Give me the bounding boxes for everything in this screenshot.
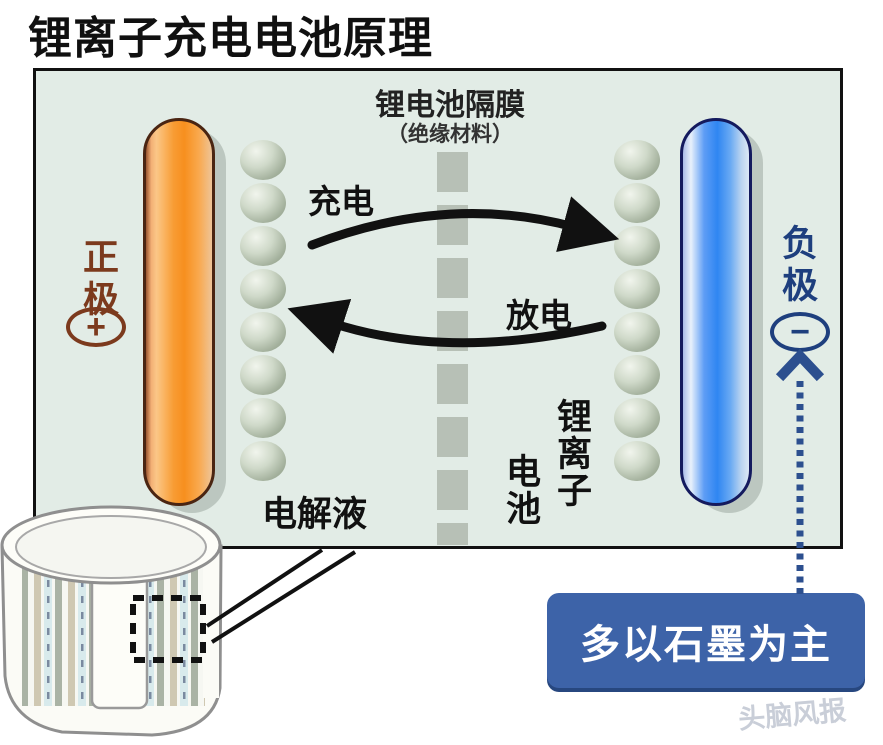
plus-symbol: + bbox=[86, 308, 106, 346]
positive-electrode-rod bbox=[143, 118, 215, 506]
lithium-ion-ball bbox=[240, 140, 286, 180]
negative-electrode-rod bbox=[680, 118, 752, 506]
graphite-callout-text: 多以石墨为主 bbox=[580, 622, 832, 667]
separator-dash-segment bbox=[437, 364, 468, 404]
separator-dash-segment bbox=[437, 470, 468, 510]
separator-dashed-membrane bbox=[437, 152, 468, 545]
separator-dash-segment bbox=[437, 311, 468, 351]
lithium-ion-ball bbox=[240, 398, 286, 438]
minus-icon: − bbox=[770, 312, 830, 352]
lithium-ion-ball bbox=[240, 312, 286, 352]
lithium-ion-column-left bbox=[240, 140, 286, 484]
discharge-label: 放电 bbox=[506, 297, 572, 334]
lithium-ion-ball bbox=[614, 312, 660, 352]
separator-dash-segment bbox=[437, 152, 468, 192]
lithium-ion-ball bbox=[240, 355, 286, 395]
lithium-ion-ball bbox=[614, 398, 660, 438]
plus-icon: + bbox=[66, 307, 126, 347]
page-title: 锂离子充电电池原理 bbox=[28, 14, 433, 63]
negative-electrode-label: 负极 bbox=[777, 224, 818, 308]
lithium-ion-ball bbox=[614, 226, 660, 266]
battery-name-column-right: 锂离子 bbox=[552, 398, 591, 509]
lithium-ion-ball bbox=[614, 441, 660, 481]
lithium-ion-ball bbox=[240, 269, 286, 309]
battery-cutaway-illustration bbox=[0, 505, 223, 737]
watermark: 头脑风报 bbox=[737, 695, 848, 735]
separator-dash-segment bbox=[437, 417, 468, 457]
charge-label: 充电 bbox=[308, 183, 374, 220]
battery-name-column-left: 电池 bbox=[501, 453, 540, 527]
electrolyte-label: 电解液 bbox=[262, 495, 368, 534]
minus-symbol: − bbox=[790, 313, 810, 351]
lithium-ion-ball bbox=[240, 226, 286, 266]
graphite-callout-box: 多以石墨为主 bbox=[547, 593, 865, 688]
lithium-ion-ball bbox=[614, 140, 660, 180]
lithium-ion-ball bbox=[614, 355, 660, 395]
lithium-ion-column-right bbox=[614, 140, 660, 484]
diagram-panel: 锂电池隔膜 （绝缘材料） 正极 + 负极 − 充电 放电 电解液 锂离子 电池 bbox=[33, 68, 843, 549]
zoom-region-dashed-rect bbox=[130, 595, 206, 663]
separator-dash-segment bbox=[437, 258, 468, 298]
separator-label: 锂电池隔膜 bbox=[375, 89, 525, 122]
battery-top-rim bbox=[15, 515, 207, 579]
separator-dash-segment bbox=[437, 205, 468, 245]
lithium-ion-ball bbox=[240, 441, 286, 481]
lithium-ion-ball bbox=[614, 269, 660, 309]
lithium-ion-ball bbox=[240, 183, 286, 223]
lithium-ion-ball bbox=[614, 183, 660, 223]
separator-sublabel: （绝缘材料） bbox=[387, 123, 513, 146]
separator-dash-segment bbox=[437, 523, 468, 545]
